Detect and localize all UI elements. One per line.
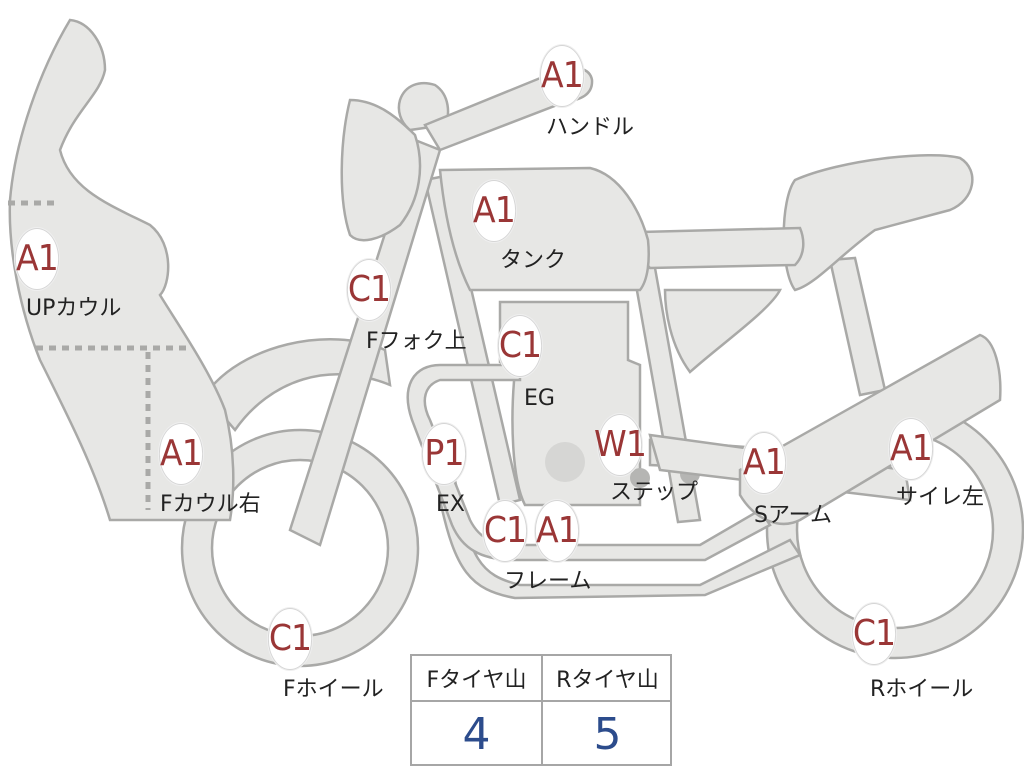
frame-label: フレーム	[504, 569, 592, 594]
exhaust-label: EX	[436, 492, 465, 517]
tank-label: タンク	[500, 248, 567, 273]
up-cowl-grade-badge: A1	[14, 228, 60, 290]
up-cowl-label: UPカウル	[26, 296, 122, 321]
step-grade-badge: W1	[594, 414, 647, 476]
f-wheel-label: Fホイール	[283, 677, 384, 702]
s-arm-grade-badge: A1	[741, 432, 787, 494]
front-tire-header: Fタイヤ山	[412, 656, 541, 702]
mirror-shape	[397, 81, 450, 132]
front-tire-value: 4	[462, 708, 491, 760]
seat-rail-shape	[638, 226, 805, 270]
exhaust-grade-badge: P1	[421, 423, 467, 485]
step-label: ステップ	[610, 480, 699, 505]
f-fork-upper-grade-badge: C1	[346, 259, 391, 321]
tire-tread-table: Fタイヤ山 Rタイヤ山 4 5	[410, 654, 672, 766]
rear-frame-shape	[828, 256, 887, 397]
rear-tire-header: Rタイヤ山	[543, 656, 672, 702]
engine-grade-badge: C1	[497, 315, 542, 377]
table-divider	[541, 656, 543, 764]
side-cover-shape	[663, 288, 783, 374]
frame-grade-badge-1: C1	[482, 500, 527, 562]
exhaust-pipe-shape	[406, 363, 772, 562]
rear-tire-value: 5	[593, 708, 622, 760]
handle-label: ハンドル	[546, 115, 635, 140]
frame-grade-badge-2: A1	[534, 500, 580, 562]
fairing-shape	[8, 18, 235, 522]
f-cowl-right-label: Fカウル右	[160, 492, 261, 517]
front-fork-shape	[288, 138, 442, 547]
step-peg-shape	[630, 468, 650, 488]
s-arm-label: Sアーム	[754, 503, 832, 528]
r-wheel-grade-badge: C1	[851, 603, 896, 665]
silencer-left-label: サイレ左	[896, 485, 985, 510]
frame-shape	[423, 174, 522, 507]
r-wheel-label: Rホイール	[870, 677, 974, 702]
headlight-shape	[340, 98, 422, 242]
engine-cover-shape	[545, 442, 585, 482]
engine-label: EG	[524, 386, 555, 411]
f-cowl-right-grade-badge: A1	[158, 423, 204, 485]
f-wheel-grade-badge: C1	[267, 608, 312, 670]
tank-grade-badge: A1	[471, 180, 517, 242]
handle-grade-badge: A1	[539, 45, 585, 107]
seat-shape	[782, 154, 974, 292]
silencer-left-grade-badge: A1	[888, 418, 934, 480]
f-fork-upper-label: Fフォク上	[366, 329, 467, 354]
